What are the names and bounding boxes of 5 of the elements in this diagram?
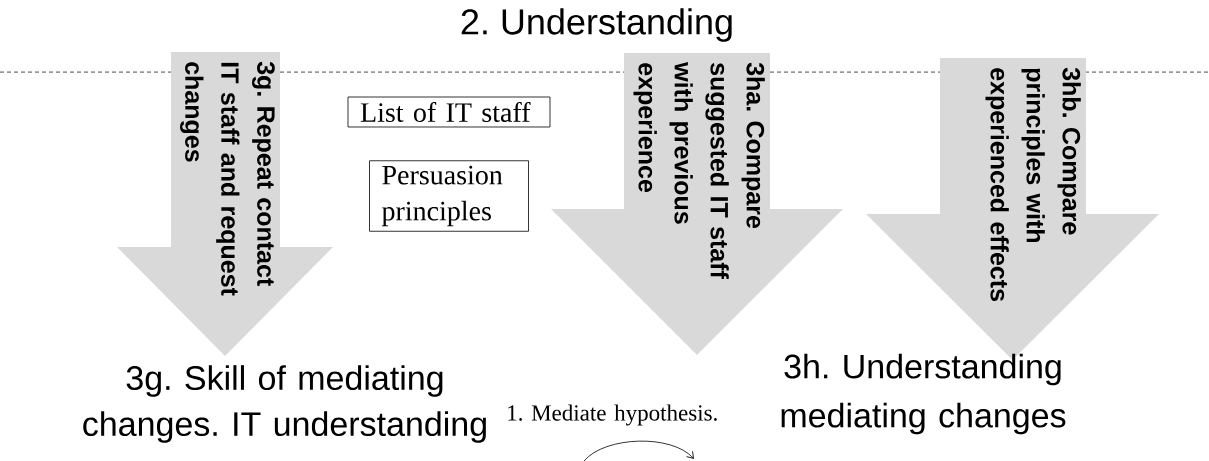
text-label: 1. Mediate hypothesis.: [508, 404, 717, 426]
text-label: 3g. Skill of mediating changes. IT understanding: [83, 365, 486, 443]
text-box: Persuasion principles: [369, 160, 529, 232]
title: 2. Understanding: [461, 8, 732, 42]
text-box: List of IT staff: [347, 96, 551, 128]
